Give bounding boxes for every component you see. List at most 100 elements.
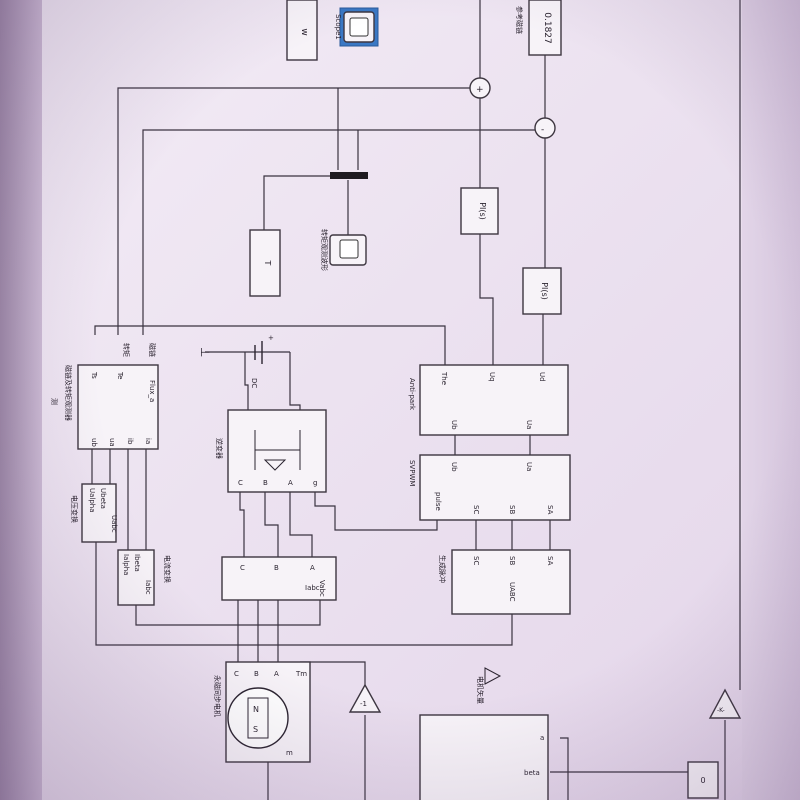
svg-text:g: g (313, 479, 317, 487)
current-transform-block[interactable]: Ialpha Ibeta Iabc 电流变换 (117, 549, 172, 606)
svg-text:UABC: UABC (508, 582, 516, 602)
monitor-bezel-left (0, 0, 42, 800)
svg-text:ua: ua (108, 438, 116, 447)
svg-text:逆变器: 逆变器 (215, 438, 224, 459)
svg-text:PI(s): PI(s) (540, 282, 549, 300)
svg-text:Anti-park: Anti-park (408, 378, 416, 411)
svg-text:ib: ib (126, 438, 134, 445)
svg-text:Ub: Ub (450, 462, 458, 472)
svg-text:Uabc: Uabc (110, 515, 118, 533)
scope-top-block[interactable]: Scope1 (334, 7, 379, 47)
svg-text:B: B (254, 670, 259, 678)
svg-text:参考磁链: 参考磁链 (515, 6, 524, 34)
svg-text:Iabc: Iabc (305, 584, 320, 592)
pulse-gate-block[interactable]: 生成脉冲 SC SB SA UABC (438, 549, 571, 615)
svg-text:Ua: Ua (525, 420, 533, 429)
sum-block-1[interactable]: + (469, 77, 491, 99)
pmsm-motor-block[interactable]: N S C B A Tm m 永磁同步电机 (213, 661, 311, 763)
svg-text:磁链: 磁链 (148, 343, 157, 357)
svg-text:转矩观测波形: 转矩观测波形 (320, 229, 329, 271)
svpwm-block[interactable]: SVPWM Ub Ua pulse SC SB SA (408, 454, 571, 521)
svg-text:0: 0 (700, 776, 705, 785)
svg-text:Iabc: Iabc (144, 580, 152, 595)
svg-text:+: + (268, 334, 274, 342)
svg-text:生成脉冲: 生成脉冲 (438, 555, 447, 583)
inverter-block[interactable]: C B A g 逆变器 (215, 409, 327, 493)
svg-text:Te: Te (116, 371, 124, 379)
dc-source-block[interactable]: DC + (250, 334, 274, 388)
gain-w-block[interactable]: w (286, 0, 318, 61)
svg-text:Uq: Uq (488, 372, 496, 382)
monitor-bezel-right (742, 0, 800, 800)
svg-text:A: A (274, 670, 279, 678)
svg-text:Tm: Tm (295, 670, 307, 678)
svg-text:SVPWM: SVPWM (408, 460, 416, 486)
svg-text:-K-: -K- (717, 707, 725, 714)
sum-block-2[interactable]: - (534, 117, 556, 139)
svg-text:转矩: 转矩 (122, 343, 131, 357)
svg-text:⊥: ⊥ (198, 347, 212, 357)
svg-text:电流变换: 电流变换 (163, 555, 172, 583)
svg-text:永磁同步电机: 永磁同步电机 (213, 675, 222, 717)
svg-text:测: 测 (50, 398, 58, 405)
anti-park-block[interactable]: Anti-park The Uq Ud Ub Ua (408, 364, 569, 436)
flux-observer-block[interactable]: Flux_a Ts Te ub ua ib ia 磁链及转矩观测器 测 转矩 磁… (50, 343, 159, 450)
svg-text:SA: SA (546, 505, 554, 515)
scope-torque-block[interactable]: 转矩观测波形 (320, 229, 367, 271)
svg-text:Ialpha: Ialpha (122, 554, 130, 575)
bottom-subsystem-block[interactable]: 电机矢量 a beta (419, 667, 549, 800)
sum1-sign: + (476, 85, 484, 95)
svg-text:磁链及转矩观测器: 磁链及转矩观测器 (64, 365, 73, 421)
gain-k-block[interactable]: -K- (708, 688, 742, 719)
svg-text:ub: ub (90, 438, 98, 447)
svg-text:A: A (288, 479, 293, 487)
svg-text:Ub: Ub (450, 420, 458, 430)
svg-text:Ibeta: Ibeta (133, 554, 141, 572)
svg-text:Ua: Ua (525, 462, 533, 471)
svg-text:A: A (310, 564, 315, 572)
svg-text:Vabc: Vabc (318, 580, 326, 597)
vi-measurement-block[interactable]: C B A Vabc Iabc (221, 556, 337, 601)
svg-text:ia: ia (144, 438, 152, 444)
svg-text:-1: -1 (360, 700, 367, 708)
voltage-transform-block[interactable]: Ualpha Ubeta Uabc 电压变换 (70, 483, 118, 543)
svg-text:Ualpha: Ualpha (88, 488, 96, 513)
svg-text:Flux_a: Flux_a (148, 380, 156, 402)
mux-bar[interactable] (330, 172, 368, 179)
svg-text:电机矢量: 电机矢量 (476, 676, 485, 704)
svg-text:Ts: Ts (90, 371, 98, 379)
svg-text:B: B (274, 564, 279, 572)
ground-block[interactable]: ⊥ (198, 347, 212, 357)
svg-text:a: a (540, 734, 544, 742)
svg-text:C: C (234, 670, 239, 678)
svg-text:B: B (263, 479, 268, 487)
svg-text:SA: SA (546, 556, 554, 566)
svg-text:pulse: pulse (434, 492, 442, 511)
svg-text:0.1827: 0.1827 (542, 12, 552, 44)
sum2-sign: - (541, 125, 544, 135)
gain-neg-block[interactable]: -1 (348, 683, 382, 713)
svg-text:SB: SB (508, 556, 516, 565)
svg-text:N: N (253, 705, 259, 714)
svg-text:C: C (240, 564, 245, 572)
svg-text:SC: SC (472, 505, 480, 514)
svg-text:SC: SC (472, 556, 480, 565)
pi-controller-1[interactable]: PI(s) (460, 187, 499, 235)
svg-text:C: C (238, 479, 243, 487)
svg-text:电压变换: 电压变换 (70, 495, 79, 523)
constant-zero-block[interactable]: 0 (687, 761, 719, 799)
constant-block[interactable]: 0.1827 参考磁链 (515, 0, 562, 56)
svg-text:T: T (263, 260, 272, 266)
svg-text:Ud: Ud (538, 372, 546, 382)
svg-text:S: S (253, 725, 258, 734)
pi-controller-2[interactable]: PI(s) (522, 267, 562, 315)
svg-text:The: The (440, 371, 448, 385)
signal-wires (91, 0, 741, 800)
svg-text:m: m (286, 749, 293, 757)
svg-text:PI(s): PI(s) (478, 202, 487, 220)
svg-text:w: w (299, 28, 309, 35)
goto-T-block[interactable]: T (249, 229, 281, 297)
scope-top-label: Scope1 (334, 14, 342, 40)
